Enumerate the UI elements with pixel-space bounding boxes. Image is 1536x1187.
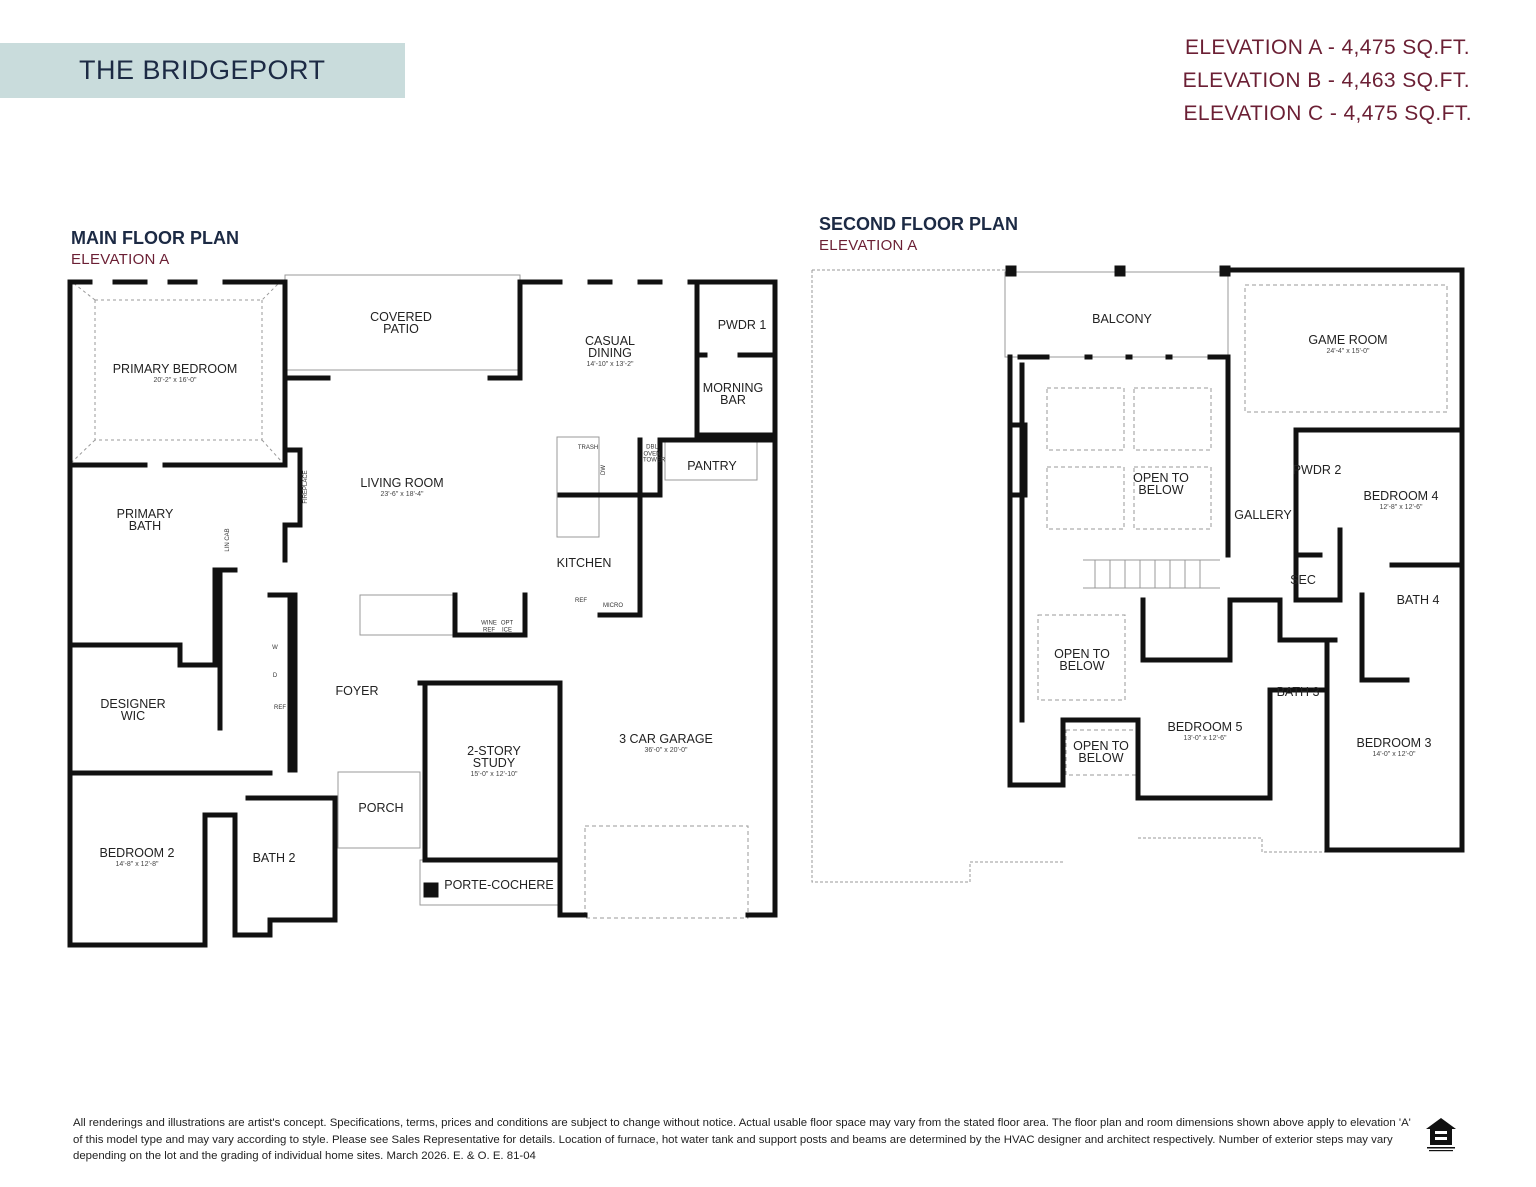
room-morning-bar: MORNING BAR — [702, 381, 764, 407]
fixture-double-oven-tower: DBL OVEN TOWER — [643, 444, 666, 464]
plan-name: THE BRIDGEPORT — [79, 55, 326, 85]
main-floor-subtitle: ELEVATION A — [71, 251, 170, 268]
room-primary-bath: PRIMARY BATH — [116, 507, 174, 533]
room-sec: SEC — [1290, 573, 1316, 587]
room-bath-4: BATH 4 — [1396, 593, 1440, 607]
room-open-to-below-1: OPEN TO BELOW — [1133, 471, 1189, 497]
room-pantry: PANTRY — [687, 459, 737, 473]
fixture-trash: TRASH — [577, 444, 599, 451]
fixture-dryer: D — [272, 672, 278, 679]
room-porch: PORCH — [358, 801, 404, 815]
second-floor-title: SECOND FLOOR PLAN — [819, 214, 1019, 234]
room-covered-patio: COVERED PATIO — [370, 310, 432, 336]
fixture-dishwasher: DW — [600, 465, 607, 475]
room-pwdr-2: PWDR 2 — [1292, 463, 1342, 477]
elevation-b-sqft: ELEVATION B - 4,463 SQ.FT. — [1182, 69, 1470, 92]
room-open-to-below-3: OPEN TO BELOW — [1073, 739, 1129, 765]
disclaimer-text: All renderings and illustrations are art… — [73, 1117, 1411, 1162]
room-kitchen: KITCHEN — [556, 556, 612, 570]
fixture-microwave: MICRO — [603, 602, 623, 609]
room-gallery: GALLERY — [1234, 508, 1292, 522]
fixture-opt-ice: OPT ICE — [500, 620, 514, 634]
second-floor-plan — [811, 265, 1465, 883]
elevation-c-sqft: ELEVATION C - 4,475 SQ.FT. — [1183, 102, 1472, 125]
room-balcony: BALCONY — [1092, 312, 1152, 326]
room-foyer: FOYER — [335, 684, 379, 698]
main-floor-title: MAIN FLOOR PLAN — [71, 228, 239, 248]
main-floor-plan — [67, 274, 778, 948]
room-open-to-below-2: OPEN TO BELOW — [1054, 647, 1110, 673]
room-bath-2: BATH 2 — [252, 851, 296, 865]
room-bath-3: BATH 3 — [1276, 685, 1320, 699]
fixture-refrigerator: REF — [575, 597, 587, 604]
equal-housing-logo-icon — [1426, 1118, 1456, 1152]
title-band: THE BRIDGEPORT — [0, 43, 405, 98]
fixture-washer: W — [272, 644, 278, 651]
second-floor-subtitle: ELEVATION A — [819, 237, 918, 254]
room-porte-cochere: PORTE-COCHERE — [444, 878, 554, 892]
fixture-laundry-ref: REF — [274, 704, 286, 711]
room-designer-wic: DESIGNER WIC — [100, 697, 166, 723]
fixture-fireplace: FIREPLACE — [302, 470, 309, 504]
elevation-a-sqft: ELEVATION A - 4,475 SQ.FT. — [1184, 36, 1470, 59]
room-pwdr-1: PWDR 1 — [717, 318, 767, 332]
fixture-wine-ref: WINE REF — [481, 620, 497, 634]
fixture-linen-cabinet: LIN CAB — [224, 528, 231, 552]
